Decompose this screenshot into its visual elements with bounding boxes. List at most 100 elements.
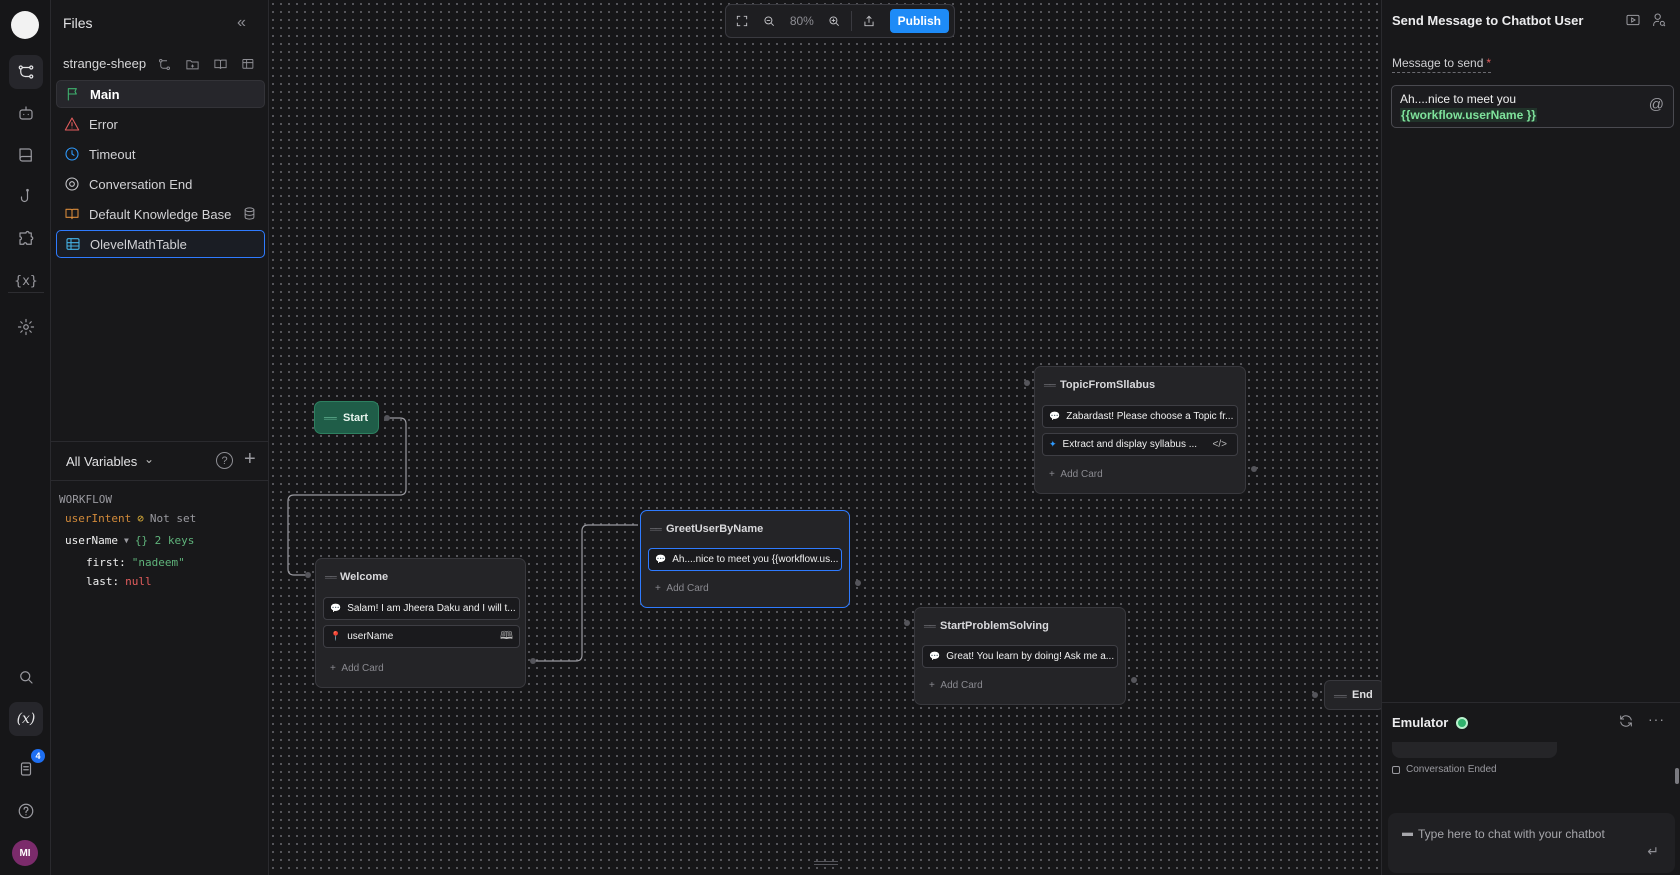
inspector-actions xyxy=(1625,12,1667,31)
add-variable-icon[interactable]: + xyxy=(244,448,256,470)
card-text: Great! You learn by doing! Ask me a... xyxy=(946,651,1115,662)
variables-title[interactable]: All Variables xyxy=(66,454,138,469)
file-item-conversation-end[interactable]: Conversation End xyxy=(56,170,265,198)
node-end[interactable]: ══ End xyxy=(1324,680,1384,710)
emulator-header: Emulator ··· xyxy=(1382,702,1680,742)
workflow-canvas[interactable]: 80% Publish xyxy=(269,0,1381,875)
chevron-down-icon[interactable]: ⌄ xyxy=(144,452,155,466)
send-icon[interactable]: ↵ xyxy=(1647,843,1659,859)
canvas-resize-handle[interactable] xyxy=(814,861,838,865)
logs-icon[interactable]: 4 xyxy=(9,749,45,786)
node-port[interactable] xyxy=(305,572,311,578)
node-start[interactable]: ══ Start xyxy=(314,401,379,434)
user-search-icon[interactable] xyxy=(1651,12,1667,31)
node-port[interactable] xyxy=(1131,677,1137,683)
message-field-label: Message to send* xyxy=(1392,56,1492,73)
bot-icon[interactable] xyxy=(9,96,43,130)
conversation-ended-status: Conversation Ended xyxy=(1392,764,1497,775)
drag-handle-icon[interactable]: ══ xyxy=(1044,380,1056,390)
publish-button[interactable]: Publish xyxy=(889,9,950,33)
node-port[interactable] xyxy=(904,620,910,626)
hook-icon[interactable] xyxy=(9,180,43,214)
file-item-error[interactable]: Error xyxy=(56,110,265,138)
at-mention-icon[interactable]: @ xyxy=(1648,96,1664,113)
integrations-icon[interactable] xyxy=(9,222,43,256)
new-table-icon[interactable] xyxy=(239,55,257,73)
node-start-problem-solving[interactable]: ══ StartProblemSolving 💬 Great! You lear… xyxy=(914,607,1126,705)
card-text: userName xyxy=(347,631,394,642)
expand-caret-icon[interactable]: ▼ xyxy=(123,536,129,545)
settings-icon[interactable] xyxy=(9,310,43,344)
variable-row-username[interactable]: userName ▼ {} 2 keys xyxy=(65,534,194,547)
drag-handle-icon[interactable]: ══ xyxy=(924,621,936,631)
card-execute-code[interactable]: ✦ Extract and display syllabus ... </> xyxy=(1042,433,1238,456)
new-knowledge-base-icon[interactable] xyxy=(211,55,229,73)
zoom-in-icon[interactable] xyxy=(824,10,846,32)
refresh-icon[interactable] xyxy=(1618,713,1634,732)
drag-handle-icon[interactable]: ══ xyxy=(324,413,337,423)
variable-row-userintent[interactable]: userIntent ⊘ Not set xyxy=(65,512,196,525)
rail-divider xyxy=(8,292,44,293)
node-port[interactable] xyxy=(530,658,536,664)
new-workflow-icon[interactable] xyxy=(155,55,173,73)
chat-input[interactable]: ▬ Type here to chat with your chatbot ↵ xyxy=(1388,813,1675,873)
fit-view-icon[interactable] xyxy=(731,10,753,32)
code-variables-icon[interactable]: (x) xyxy=(9,702,43,736)
card-capture[interactable]: 📍 userName 🕮 xyxy=(323,625,520,648)
share-icon[interactable] xyxy=(858,10,880,32)
help-circle-icon[interactable]: ? xyxy=(216,452,233,469)
new-folder-icon[interactable] xyxy=(183,55,201,73)
workflow-icon[interactable] xyxy=(9,55,43,89)
node-port[interactable] xyxy=(1251,466,1257,472)
drag-handle-icon[interactable]: ══ xyxy=(325,572,337,582)
message-input[interactable]: Ah....nice to meet you {{workflow.userNa… xyxy=(1391,85,1674,128)
library-icon[interactable] xyxy=(9,138,43,172)
app-logo[interactable] xyxy=(11,11,39,39)
add-card-button[interactable]: + Add Card xyxy=(655,583,709,594)
node-port[interactable] xyxy=(1024,380,1030,386)
drag-handle-icon[interactable]: ══ xyxy=(1334,691,1347,701)
zoom-out-icon[interactable] xyxy=(759,10,781,32)
more-options-icon[interactable]: ··· xyxy=(1648,711,1665,727)
node-greet-user-by-name[interactable]: ══ GreetUserByName 💬 Ah....nice to meet … xyxy=(640,510,850,608)
node-port[interactable] xyxy=(384,415,390,421)
file-item-table[interactable]: OlevelMathTable xyxy=(56,230,265,258)
emulator-title: Emulator xyxy=(1392,715,1449,730)
card-message[interactable]: 💬 Great! You learn by doing! Ask me a... xyxy=(922,645,1118,668)
code-icon[interactable]: </> xyxy=(1212,439,1227,450)
drag-handle-icon[interactable]: ══ xyxy=(650,524,662,534)
card-message[interactable]: 💬 Salam! I am Jheera Daku and I will t..… xyxy=(323,597,520,620)
user-avatar[interactable]: MI xyxy=(12,840,38,866)
node-port[interactable] xyxy=(1312,692,1318,698)
message-icon: 💬 xyxy=(655,554,667,564)
card-message[interactable]: 💬 Zabardast! Please choose a Topic fr... xyxy=(1042,405,1238,428)
search-icon[interactable] xyxy=(9,660,43,694)
node-title: Welcome xyxy=(340,571,389,583)
add-card-button[interactable]: + Add Card xyxy=(929,680,983,691)
project-actions xyxy=(155,55,257,73)
file-item-knowledge-base[interactable]: Default Knowledge Base xyxy=(56,200,265,228)
variables-icon[interactable]: {x} xyxy=(14,273,38,289)
card-message[interactable]: 💬 Ah....nice to meet you {{workflow.us..… xyxy=(648,548,842,571)
file-item-timeout[interactable]: Timeout xyxy=(56,140,265,168)
node-topic-from-syllabus[interactable]: ══ TopicFromSllabus 💬 Zabardast! Please … xyxy=(1034,366,1246,494)
video-icon[interactable] xyxy=(1625,12,1641,31)
database-icon[interactable] xyxy=(242,206,257,224)
file-item-label: OlevelMathTable xyxy=(90,236,187,252)
card-text: Salam! I am Jheera Daku and I will t... xyxy=(347,603,516,614)
collapse-panel-icon[interactable]: « xyxy=(237,14,246,31)
variables-section-label: WORKFLOW xyxy=(59,493,112,506)
chat-placeholder: Type here to chat with your chatbot xyxy=(1418,827,1605,841)
variable-name: userIntent xyxy=(65,512,132,525)
add-card-button[interactable]: + Add Card xyxy=(330,663,384,674)
add-card-button[interactable]: + Add Card xyxy=(1049,469,1103,480)
chat-scrollbar[interactable] xyxy=(1675,768,1679,784)
node-port[interactable] xyxy=(855,580,861,586)
add-card-label: Add Card xyxy=(1060,469,1103,480)
book-open-icon[interactable]: 🕮 xyxy=(500,630,513,642)
file-item-main[interactable]: Main xyxy=(56,80,265,108)
inspector-panel: Send Message to Chatbot User Message to … xyxy=(1381,0,1680,875)
message-variable-chip[interactable]: {{workflow.userName }} xyxy=(1400,108,1537,122)
node-welcome[interactable]: ══ Welcome 💬 Salam! I am Jheera Daku and… xyxy=(315,558,526,688)
help-icon[interactable] xyxy=(9,794,43,828)
